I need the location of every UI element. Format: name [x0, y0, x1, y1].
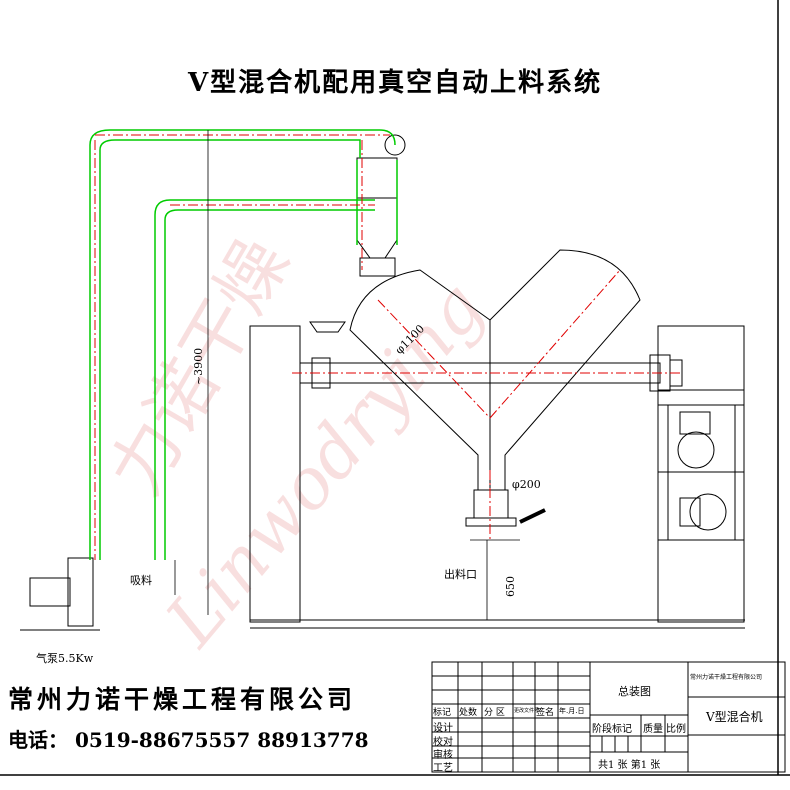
tb-role-review: 审核 — [433, 750, 453, 761]
vacuum-pipes — [89, 129, 398, 560]
machine-frame — [20, 134, 745, 631]
tb-stage-mark: 阶段标记 — [592, 724, 632, 735]
tb-scale: 比例 — [666, 724, 686, 735]
centerlines — [94, 134, 680, 560]
tb-weight: 质量 — [643, 724, 663, 735]
page-title: V型混合机配用真空自动上料系统 — [188, 68, 603, 98]
tb-header-zone: 分 区 — [484, 708, 505, 718]
tb-header-docno: 更改文件号 — [514, 708, 540, 714]
tb-header-sign: 签名 — [536, 708, 555, 718]
tb-sheets: 共1 张 第1 张 — [598, 760, 661, 771]
tb-company: 常州力诺干燥工程有限公司 — [690, 674, 763, 681]
tb-role-process: 工艺 — [433, 763, 453, 774]
pump-label: 气泵5.5Kw — [36, 652, 94, 665]
height-dimension: ~3900 — [192, 347, 206, 386]
tb-header-count: 处数 — [459, 708, 478, 718]
dimension-lines — [174, 130, 520, 620]
outlet-height-dimension: 650 — [504, 576, 517, 597]
phone-number: 电话： 0519-88675557 88913778 — [8, 728, 369, 752]
diameter-small-label: φ200 — [512, 478, 541, 491]
tb-role-design: 设计 — [433, 723, 453, 734]
outlet-label: 出料口 — [444, 568, 477, 581]
tb-product: V型混合机 — [706, 710, 763, 724]
tb-header-mark: 标记 — [433, 708, 452, 718]
suction-label: 吸料 — [130, 574, 152, 587]
tb-header-date: 年.月.日 — [559, 707, 585, 715]
tb-role-check: 校对 — [433, 737, 453, 748]
company-name: 常州力诺干燥工程有限公司 — [8, 685, 357, 714]
tb-drawing-type: 总装图 — [618, 685, 651, 698]
